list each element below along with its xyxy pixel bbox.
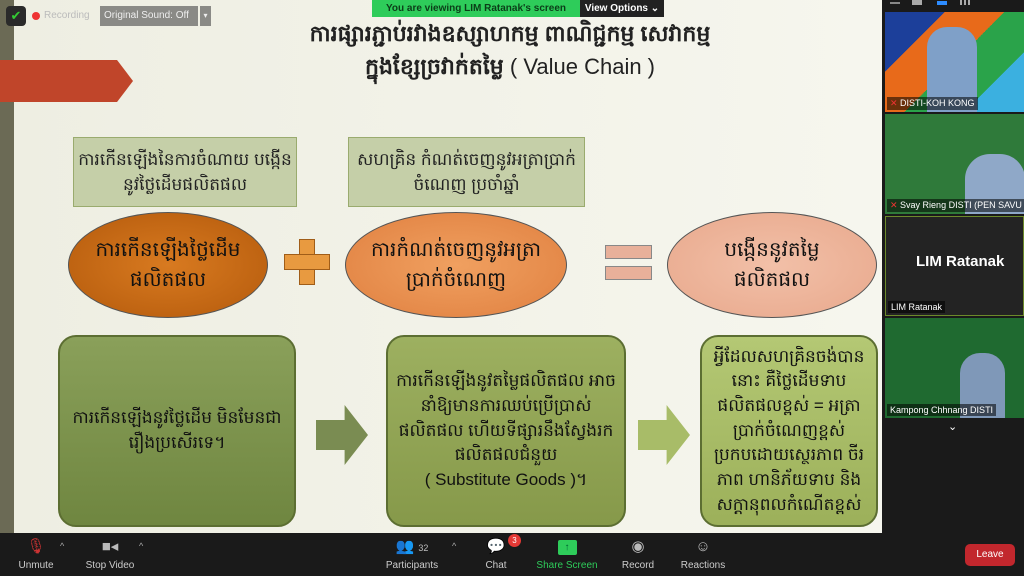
share-screen-button[interactable]: ↑ Share Screen (536, 537, 598, 571)
ellipse-cost: ការកើនឡើងថ្លៃដើមផលិតផល (68, 212, 268, 318)
shield-icon[interactable]: ✔ (6, 6, 26, 26)
video-tile[interactable]: ✕ Svay Rieng DISTI (PEN SAVU (885, 114, 1024, 214)
ellipse-profit: ការកំណត់ចេញនូវអត្រាប្រាក់ចំណេញ (345, 212, 567, 318)
mic-muted-icon: 🎙 (26, 538, 46, 555)
chevron-down-icon[interactable]: ▾ (200, 6, 211, 26)
equals-icon-top (605, 245, 652, 259)
participant-name: ✕ Svay Rieng DISTI (PEN SAVU (887, 199, 1024, 212)
slide-title-line1: ការផ្សារភ្ជាប់រវាងឧស្សាហកម្ម ពាណិជ្ជកម្ម… (309, 21, 711, 46)
card-cost: ការកើនឡើងនូវថ្លៃដើម មិនមែនជារឿងប្រសើរទេ។ (58, 335, 296, 527)
equals-icon-bottom (605, 266, 652, 280)
card2-en: ( Substitute Goods )។ (424, 469, 588, 489)
unmute-label: Unmute (18, 560, 54, 571)
shared-screen: ការផ្សារភ្ជាប់រវាងឧស្សាហកម្ម ពាណិជ្ជកម្ម… (0, 0, 882, 533)
participants-label: Participants (385, 560, 439, 571)
slide-banner (0, 60, 133, 102)
plus-icon (284, 239, 330, 285)
participants-gallery: ✕ DISTI-KOH KONG ✕ Svay Rieng DISTI (PEN… (882, 0, 1024, 533)
chevron-down-icon[interactable]: ⌄ (948, 421, 958, 433)
meeting-topbar: ✔ Recording Original Sound: Off ▾ You ar… (0, 0, 882, 26)
chat-icon: 💬 (486, 538, 506, 555)
slide-title-line2: ក្នុងខ្សែច្រវាក់តម្លៃ ( Value Chain ) (365, 53, 655, 82)
participant-name: Kampong Chhnang DISTI (887, 404, 997, 416)
participants-button[interactable]: 👥 32 Participants (384, 537, 440, 571)
box-profit-rate: សហគ្រិន កំណត់ចេញនូវអត្រាប្រាក់ចំណេញ ប្រច… (348, 137, 585, 207)
audio-options-caret[interactable]: ^ (60, 541, 65, 551)
grid-view-icon[interactable] (960, 0, 970, 5)
arrow-right-icon (638, 405, 690, 465)
video-tile[interactable]: Kampong Chhnang DISTI (885, 318, 1024, 418)
card-goal: អ្វីដែលសហគ្រិនចង់បាននោះ គឺថ្លៃដើមទាប ផលិ… (700, 335, 878, 527)
chat-badge: 3 (508, 534, 521, 547)
stop-video-label: Stop Video (85, 560, 135, 571)
recording-indicator: Recording (32, 10, 90, 21)
slide-title: ការផ្សារភ្ជាប់រវាងឧស្សាហកម្ម ពាណិជ្ជកម្ម… (150, 20, 870, 81)
box-cost-increase: ការកើនឡើងនៃការចំណាយ បង្កើននូវថ្លៃដើមផលិត… (73, 137, 297, 207)
participant-display-name: LIM Ratanak (916, 253, 1005, 270)
video-camera-icon: ■◂ (101, 538, 119, 555)
video-options-caret[interactable]: ^ (139, 541, 144, 551)
minimize-icon[interactable] (890, 2, 900, 4)
mic-muted-icon: ✕ (890, 200, 901, 210)
recording-label: Recording (44, 10, 90, 21)
chat-label: Chat (485, 560, 507, 571)
participant-name: LIM Ratanak (888, 301, 946, 313)
reactions-button[interactable]: ☺ Reactions (678, 537, 728, 571)
reactions-label: Reactions (680, 560, 726, 571)
slide-strip (0, 0, 14, 533)
viewing-banner: You are viewing LIM Ratanak's screen (372, 0, 580, 17)
mic-muted-icon: ✕ (890, 98, 901, 108)
arrow-right-icon (316, 405, 368, 465)
strip-view-icon[interactable] (937, 1, 947, 5)
participants-options-caret[interactable]: ^ (452, 541, 457, 551)
participants-icon: 👥 32 (395, 538, 429, 555)
stop-video-button[interactable]: ■◂ Stop Video (84, 537, 136, 571)
share-label: Share Screen (536, 560, 598, 571)
video-tile[interactable]: ✕ DISTI-KOH KONG (885, 12, 1024, 112)
share-arrow-icon: ↑ (557, 540, 577, 555)
record-label: Record (621, 560, 655, 571)
meeting-toolbar: 🎙 Unmute ^ ■◂ Stop Video ^ 👥 32 Participant… (0, 533, 1024, 576)
original-sound-button[interactable]: Original Sound: Off (100, 6, 198, 26)
record-icon: ◉ (631, 538, 645, 555)
record-button[interactable]: ◉ Record (620, 537, 656, 571)
smiley-plus-icon: ☺ (695, 538, 711, 555)
title-kh: ក្នុងខ្សែច្រវាក់តម្លៃ (364, 53, 504, 79)
chat-button[interactable]: 💬 Chat (482, 537, 510, 571)
participant-name: ✕ DISTI-KOH KONG (887, 97, 978, 110)
leave-button[interactable]: Leave (965, 544, 1015, 566)
ellipse-value: បង្កើននូវតម្លៃផលិតផល (667, 212, 877, 318)
unmute-button[interactable]: 🎙 Unmute (14, 537, 58, 571)
record-dot-icon (32, 11, 40, 20)
card2-text: ការកើនឡើងនូវតម្លៃផលិតផល អាចនាំឱ្យមានការឈ… (396, 371, 616, 465)
video-tile-active[interactable]: LIM Ratanak LIM Ratanak (885, 216, 1024, 316)
title-en: ( Value Chain ) (509, 53, 656, 79)
view-options-button[interactable]: View Options ⌄ (580, 0, 664, 17)
single-view-icon[interactable] (912, 0, 922, 5)
card-substitute: ការកើនឡើងនូវតម្លៃផលិតផល អាចនាំឱ្យមានការឈ… (386, 335, 626, 527)
